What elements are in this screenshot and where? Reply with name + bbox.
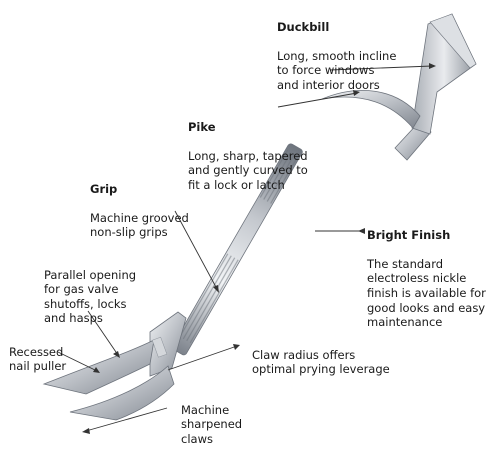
- leader-parallel: [87, 310, 119, 356]
- callout-bright-finish-desc: The standard electroless nickle finish i…: [367, 256, 486, 330]
- arrow-claws: [82, 428, 90, 434]
- arrow-parallel: [113, 351, 120, 358]
- fork-stamp-mark: [151, 336, 168, 358]
- arrow-duckbill: [429, 63, 436, 69]
- callout-sharpened-claws: Machine sharpened claws: [181, 388, 242, 461]
- leader-duckbill: [329, 65, 433, 71]
- arrow-finish: [358, 228, 365, 234]
- callout-claw-radius-desc: Claw radius offers optimal prying levera…: [252, 347, 390, 377]
- leader-claws: [85, 407, 168, 432]
- callout-grip: Grip Machine grooved non-slip grips: [90, 167, 189, 255]
- arrow-pike: [353, 90, 360, 96]
- callout-parallel-opening: Parallel opening for gas valve shutoffs,…: [44, 253, 136, 341]
- callout-duckbill-desc: Long, smooth incline to force windows an…: [277, 48, 397, 92]
- arrow-grip: [213, 285, 219, 293]
- arrow-claw-radius: [233, 344, 240, 350]
- leader-grip: [174, 210, 218, 290]
- duckbill-edge: [429, 13, 477, 69]
- callout-bright-finish-title: Bright Finish: [367, 227, 451, 242]
- fork-upper-tine: [42, 339, 155, 395]
- fork-body: [149, 311, 187, 377]
- shaft: [171, 143, 303, 356]
- callout-claw-radius: Claw radius offers optimal prying levera…: [252, 333, 390, 391]
- upper-grip-knurling: [258, 148, 300, 205]
- callout-duckbill-title: Duckbill: [277, 19, 330, 34]
- lower-grip-knurling: [178, 252, 240, 344]
- callout-grip-title: Grip: [90, 181, 118, 196]
- leader-claw-radius: [167, 345, 238, 371]
- fork-lower-tine: [69, 365, 175, 421]
- leader-arrows: [82, 63, 436, 434]
- callout-sharpened-claws-desc: Machine sharpened claws: [181, 402, 243, 446]
- callout-pike-title: Pike: [188, 119, 216, 134]
- callout-duckbill: Duckbill Long, smooth incline to force w…: [277, 5, 396, 107]
- callout-nail-puller-desc: Recessed nail puller: [9, 344, 67, 374]
- leader-nail: [57, 351, 98, 372]
- callout-nail-puller: Recessed nail puller: [9, 330, 66, 388]
- callout-grip-desc: Machine grooved non-slip grips: [90, 210, 189, 240]
- leader-pike: [277, 92, 358, 108]
- callout-parallel-opening-desc: Parallel opening for gas valve shutoffs,…: [44, 267, 137, 326]
- callout-pike-desc: Long, sharp, tapered and gently curved t…: [188, 148, 308, 192]
- callout-pike: Pike Long, sharp, tapered and gently cur…: [188, 105, 308, 207]
- leader-lines: [57, 65, 433, 432]
- callout-bright-finish: Bright Finish The standard electroless n…: [367, 213, 486, 344]
- arrow-nail: [93, 367, 100, 373]
